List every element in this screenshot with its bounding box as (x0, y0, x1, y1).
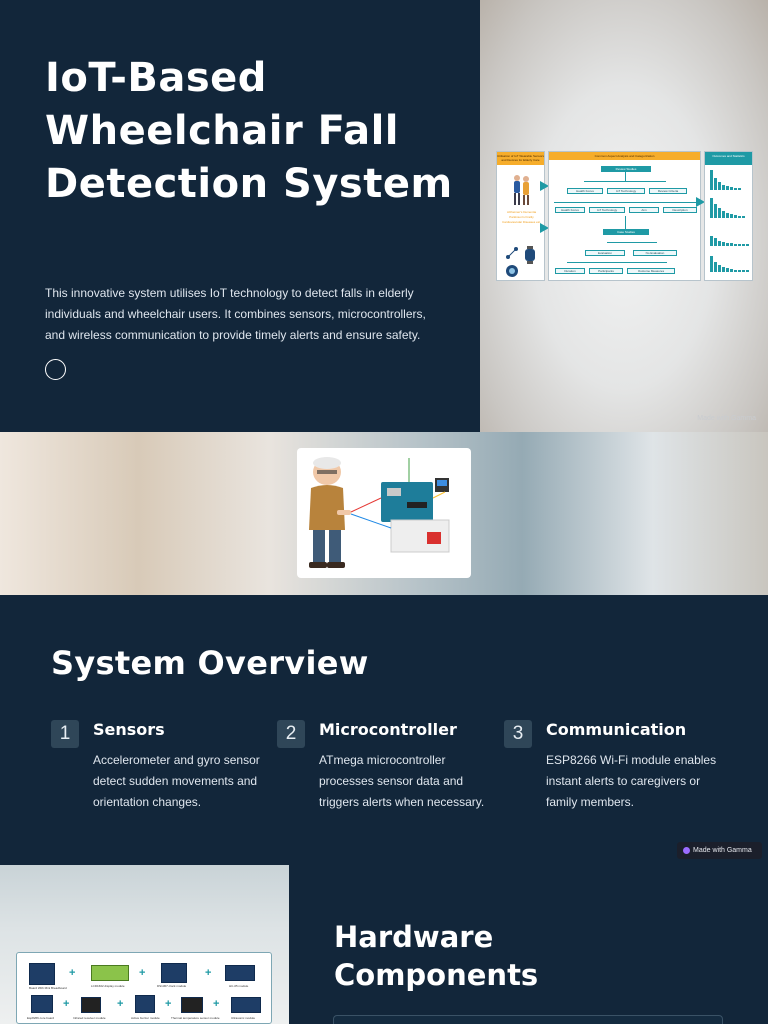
thermal-sensor-module (181, 997, 203, 1013)
item-heading: Microcontroller (319, 720, 457, 739)
item-number: 2 (277, 720, 305, 748)
module-label: Thermal temperature sensor module (171, 1016, 220, 1020)
panel-analysis-title: Common Aspect Analysis and Categorizatio… (549, 152, 700, 160)
illustration-drawing (309, 457, 450, 568)
node-review-studies: Review Studies (601, 166, 651, 172)
node-description: Description (663, 207, 697, 213)
plus-icon: + (213, 998, 220, 1010)
module-label: Board With Mini Breadboard (29, 986, 67, 990)
outcome-bar-chart-icon (710, 250, 749, 272)
panel-outcomes-title: Outcomes and Statistics (705, 152, 752, 165)
clock-module (161, 963, 187, 983)
hero-title: IoT-Based Wheelchair Fall Detection Syst… (45, 55, 453, 207)
item-text: Accelerometer and gyro sensor detect sud… (93, 753, 260, 809)
node-case-studies: Case Studies (603, 229, 649, 235)
module-label: Ultrasonic module (231, 1016, 256, 1020)
node-iot-technology-case: IoT Technology (589, 207, 625, 213)
plus-icon: + (205, 967, 212, 979)
panel-wearables-title: Utilisation of IoT Wearable Sensors and … (497, 152, 544, 165)
node-health-focus-case: Health Focus (555, 207, 585, 213)
plus-icon: + (69, 967, 76, 979)
infographic-panel-analysis: Common Aspect Analysis and Categorizatio… (548, 151, 701, 281)
module-label: Esp8266 core board (27, 1016, 55, 1020)
system-overview-section (0, 595, 768, 865)
infographic-panel-wearables: Utilisation of IoT Wearable Sensors and … (496, 151, 545, 281)
system-overview-title: System Overview (51, 644, 369, 682)
module-label: Infrared receiver module (73, 1016, 106, 1020)
ir-receiver-module (81, 997, 101, 1013)
sensor-network-icon (506, 247, 518, 259)
hero-description: This innovative system utilises IoT tech… (45, 286, 426, 342)
node-outcome-measures: Outcome Measures (627, 268, 675, 274)
buzzer-module (135, 995, 155, 1013)
gamma-logo-icon (683, 847, 690, 854)
plus-icon: + (139, 967, 146, 979)
hardware-components-title: Hardware Components (334, 920, 539, 992)
node-review-criteria: Review Criteria (649, 188, 687, 194)
item-heading: Communication (546, 720, 687, 739)
arrow-right-icon (540, 223, 549, 233)
connector-line (607, 242, 657, 243)
module-label: Active buzzer module (131, 1016, 160, 1020)
connector-line (567, 262, 667, 263)
connector-line (554, 202, 697, 203)
outcome-bar-chart-icon (710, 224, 749, 246)
node-participants: Participants (589, 268, 623, 274)
esp8266-module (31, 995, 53, 1013)
plus-icon: + (165, 998, 172, 1010)
hardware-modules-image: Board With Mini Breadboard + LCD1602 dis… (16, 952, 272, 1024)
node-health-focus: Health Focus (567, 188, 603, 194)
connector-line (625, 172, 626, 181)
item-number: 1 (51, 720, 79, 748)
hardware-text-panel (289, 865, 768, 1024)
connector-line (584, 181, 666, 182)
node-no-evaluation: No Evaluation (633, 250, 677, 256)
arrow-right-icon (540, 181, 549, 191)
lcd-module (91, 965, 129, 981)
arrow-right-icon (696, 197, 705, 207)
board-module (29, 963, 55, 985)
infographic-panel-outcomes: Outcomes and Statistics (704, 151, 753, 281)
hardware-content-card (333, 1015, 723, 1024)
node-duration: Duration (555, 268, 585, 274)
smartwatch-icon (525, 246, 535, 264)
plus-icon: + (63, 998, 70, 1010)
conditions-list: Alzheimer's Dementia Parkinson's Frailty… (502, 210, 541, 224)
hero-section: IoT-Based Wheelchair Fall Detection Syst… (0, 0, 768, 432)
made-with-gamma-watermark: Made with Gamma (697, 415, 756, 422)
outcome-bar-chart-icon (710, 168, 741, 190)
module-label: LCD1602 display module (91, 984, 125, 988)
node-aim: Aim (629, 207, 659, 213)
hc05-module (225, 965, 255, 981)
plus-icon: + (117, 998, 124, 1010)
ultrasonic-module (231, 997, 261, 1013)
item-text: ATmega microcontroller processes sensor … (319, 753, 485, 809)
circle-icon[interactable] (45, 359, 66, 380)
elderly-arduino-illustration (297, 448, 471, 578)
item-number: 3 (504, 720, 532, 748)
connector-line (625, 216, 626, 229)
module-label: HC-05 module (229, 984, 249, 988)
node-iot-technology: IoT Technology (607, 188, 645, 194)
outcome-bar-chart-icon (710, 196, 745, 218)
device-circle-icon (506, 265, 518, 277)
item-heading: Sensors (93, 720, 165, 739)
node-evaluation: Evaluation (585, 250, 625, 256)
elderly-couple-icon (514, 175, 529, 205)
hero-text-panel: IoT-Based Wheelchair Fall Detection Syst… (0, 0, 480, 432)
iot-review-infographic: Utilisation of IoT Wearable Sensors and … (496, 151, 753, 281)
made-with-gamma-label: Made with Gamma (693, 847, 752, 854)
module-label: DS1307 clock module (157, 984, 187, 988)
item-text: ESP8266 Wi-Fi module enables instant ale… (546, 753, 717, 809)
made-with-gamma-badge[interactable]: Made with Gamma (677, 842, 762, 859)
